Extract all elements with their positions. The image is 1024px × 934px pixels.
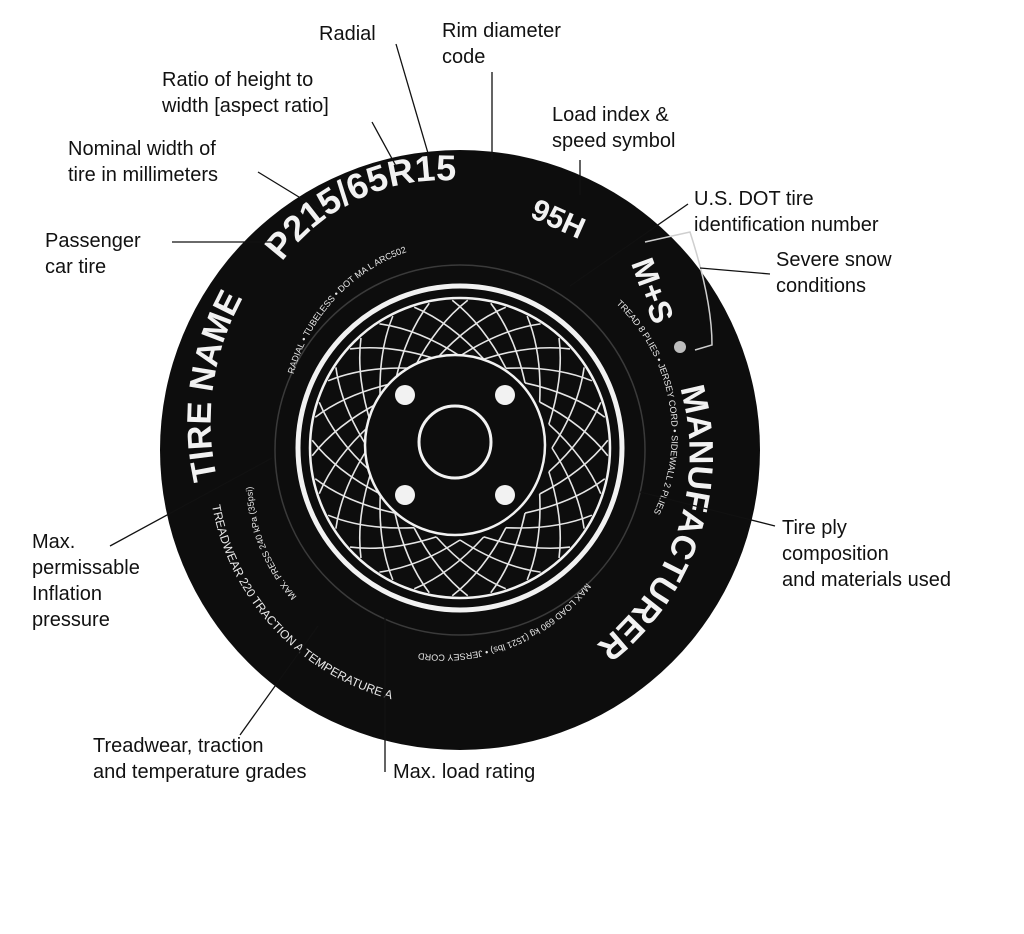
leader-line-snow — [699, 267, 771, 275]
wheel-spoke — [311, 439, 381, 495]
leader-line-inflation — [109, 457, 273, 547]
wheel-spoke — [524, 478, 606, 514]
wheel-spoke — [394, 302, 430, 384]
callout-radial: Radial — [319, 23, 376, 45]
wheel-spoke — [413, 536, 485, 590]
wheel-spoke — [318, 401, 372, 473]
lug-nut — [395, 485, 415, 505]
lug-nut — [395, 385, 415, 405]
leader-lines — [109, 43, 776, 772]
snow-marking-box — [644, 231, 713, 351]
wheel-spoke — [526, 315, 541, 403]
wheel-spoke — [314, 478, 396, 514]
wheel-spoke — [435, 536, 507, 590]
wheel-spoke — [413, 299, 469, 369]
wheel-spoke — [335, 367, 369, 449]
wheel-spoke — [483, 346, 571, 360]
callout-treadwear: Treadwear, traction and temperature grad… — [93, 735, 307, 783]
wheel-spoke — [379, 315, 394, 403]
wheel-spoke — [379, 539, 461, 573]
callout-inflation: Max. permissable Inflation pressure — [32, 531, 140, 631]
wheel-spoke — [548, 471, 562, 559]
callout-ply: Tire ply composition and materials used — [782, 517, 951, 591]
leader-line-treadwear — [239, 625, 319, 736]
leader-line-dot — [569, 203, 689, 287]
wheel-spoke — [413, 306, 485, 360]
wheel-spoke — [505, 367, 593, 382]
wheel-spoke — [379, 323, 461, 357]
sidewall-inner-ring — [274, 264, 646, 636]
wheel-spoke — [451, 527, 507, 597]
wheel-spoke — [314, 382, 396, 418]
lug-nut — [495, 485, 515, 505]
wheel-spoke — [358, 471, 372, 559]
leader-line-nominal-width — [257, 171, 331, 217]
wheel-spoke — [483, 536, 571, 550]
wheel-spoke — [318, 423, 372, 495]
wheel-spoke — [349, 536, 437, 550]
leader-line-ratio — [371, 121, 397, 167]
wheel-spoke — [551, 447, 585, 529]
wheel-spoke — [335, 447, 369, 529]
wheel-spoke — [526, 493, 541, 581]
callout-dot-id: U.S. DOT tire identification number — [694, 188, 879, 236]
lug-nut — [495, 385, 515, 405]
wheel-spoke — [327, 367, 415, 382]
callout-nominal-width: Nominal width of tire in millimeters — [68, 138, 219, 186]
wheel-spoke — [394, 512, 430, 594]
wheel-spoke — [379, 493, 394, 581]
wheel-spoke — [327, 514, 415, 529]
wheel-hub — [363, 353, 547, 537]
wheel-spoke — [539, 439, 609, 495]
wheel-spoke — [311, 401, 381, 457]
wheel-spoke — [459, 323, 541, 357]
wheel-spoke — [548, 401, 602, 473]
wheel — [295, 283, 625, 613]
callout-snow: Severe snow conditions — [776, 249, 892, 297]
callout-aspect-ratio: Ratio of height to width [aspect ratio] — [162, 69, 329, 117]
wheel-spoke — [413, 527, 469, 597]
wheel-spoke — [548, 337, 562, 425]
leader-line-ply — [639, 491, 776, 527]
wheel-spoke — [548, 423, 602, 495]
wheel-spoke — [524, 382, 606, 418]
wheel-spoke — [551, 367, 585, 449]
callout-rim-diameter: Rim diameter code — [442, 20, 561, 68]
callout-passenger: Passenger car tire — [45, 230, 141, 278]
hub-center-ring — [417, 404, 493, 480]
wheel-spoke — [505, 514, 593, 529]
wheel-spoke-lattice — [311, 299, 609, 597]
wheel-spoke — [490, 512, 526, 594]
wheel-spoke — [490, 302, 526, 384]
wheel-spoke — [451, 299, 507, 369]
wheel-spoke — [435, 306, 507, 360]
wheel-spoke — [459, 539, 541, 573]
wheel-spoke — [358, 337, 372, 425]
wheel-spoke — [349, 346, 437, 360]
callout-load-index: Load index & speed symbol — [552, 104, 676, 152]
leader-line-radial — [395, 43, 431, 161]
wheel-spoke — [539, 401, 609, 457]
snowflake-icon — [674, 341, 686, 353]
callout-max-load: Max. load rating — [393, 761, 536, 783]
